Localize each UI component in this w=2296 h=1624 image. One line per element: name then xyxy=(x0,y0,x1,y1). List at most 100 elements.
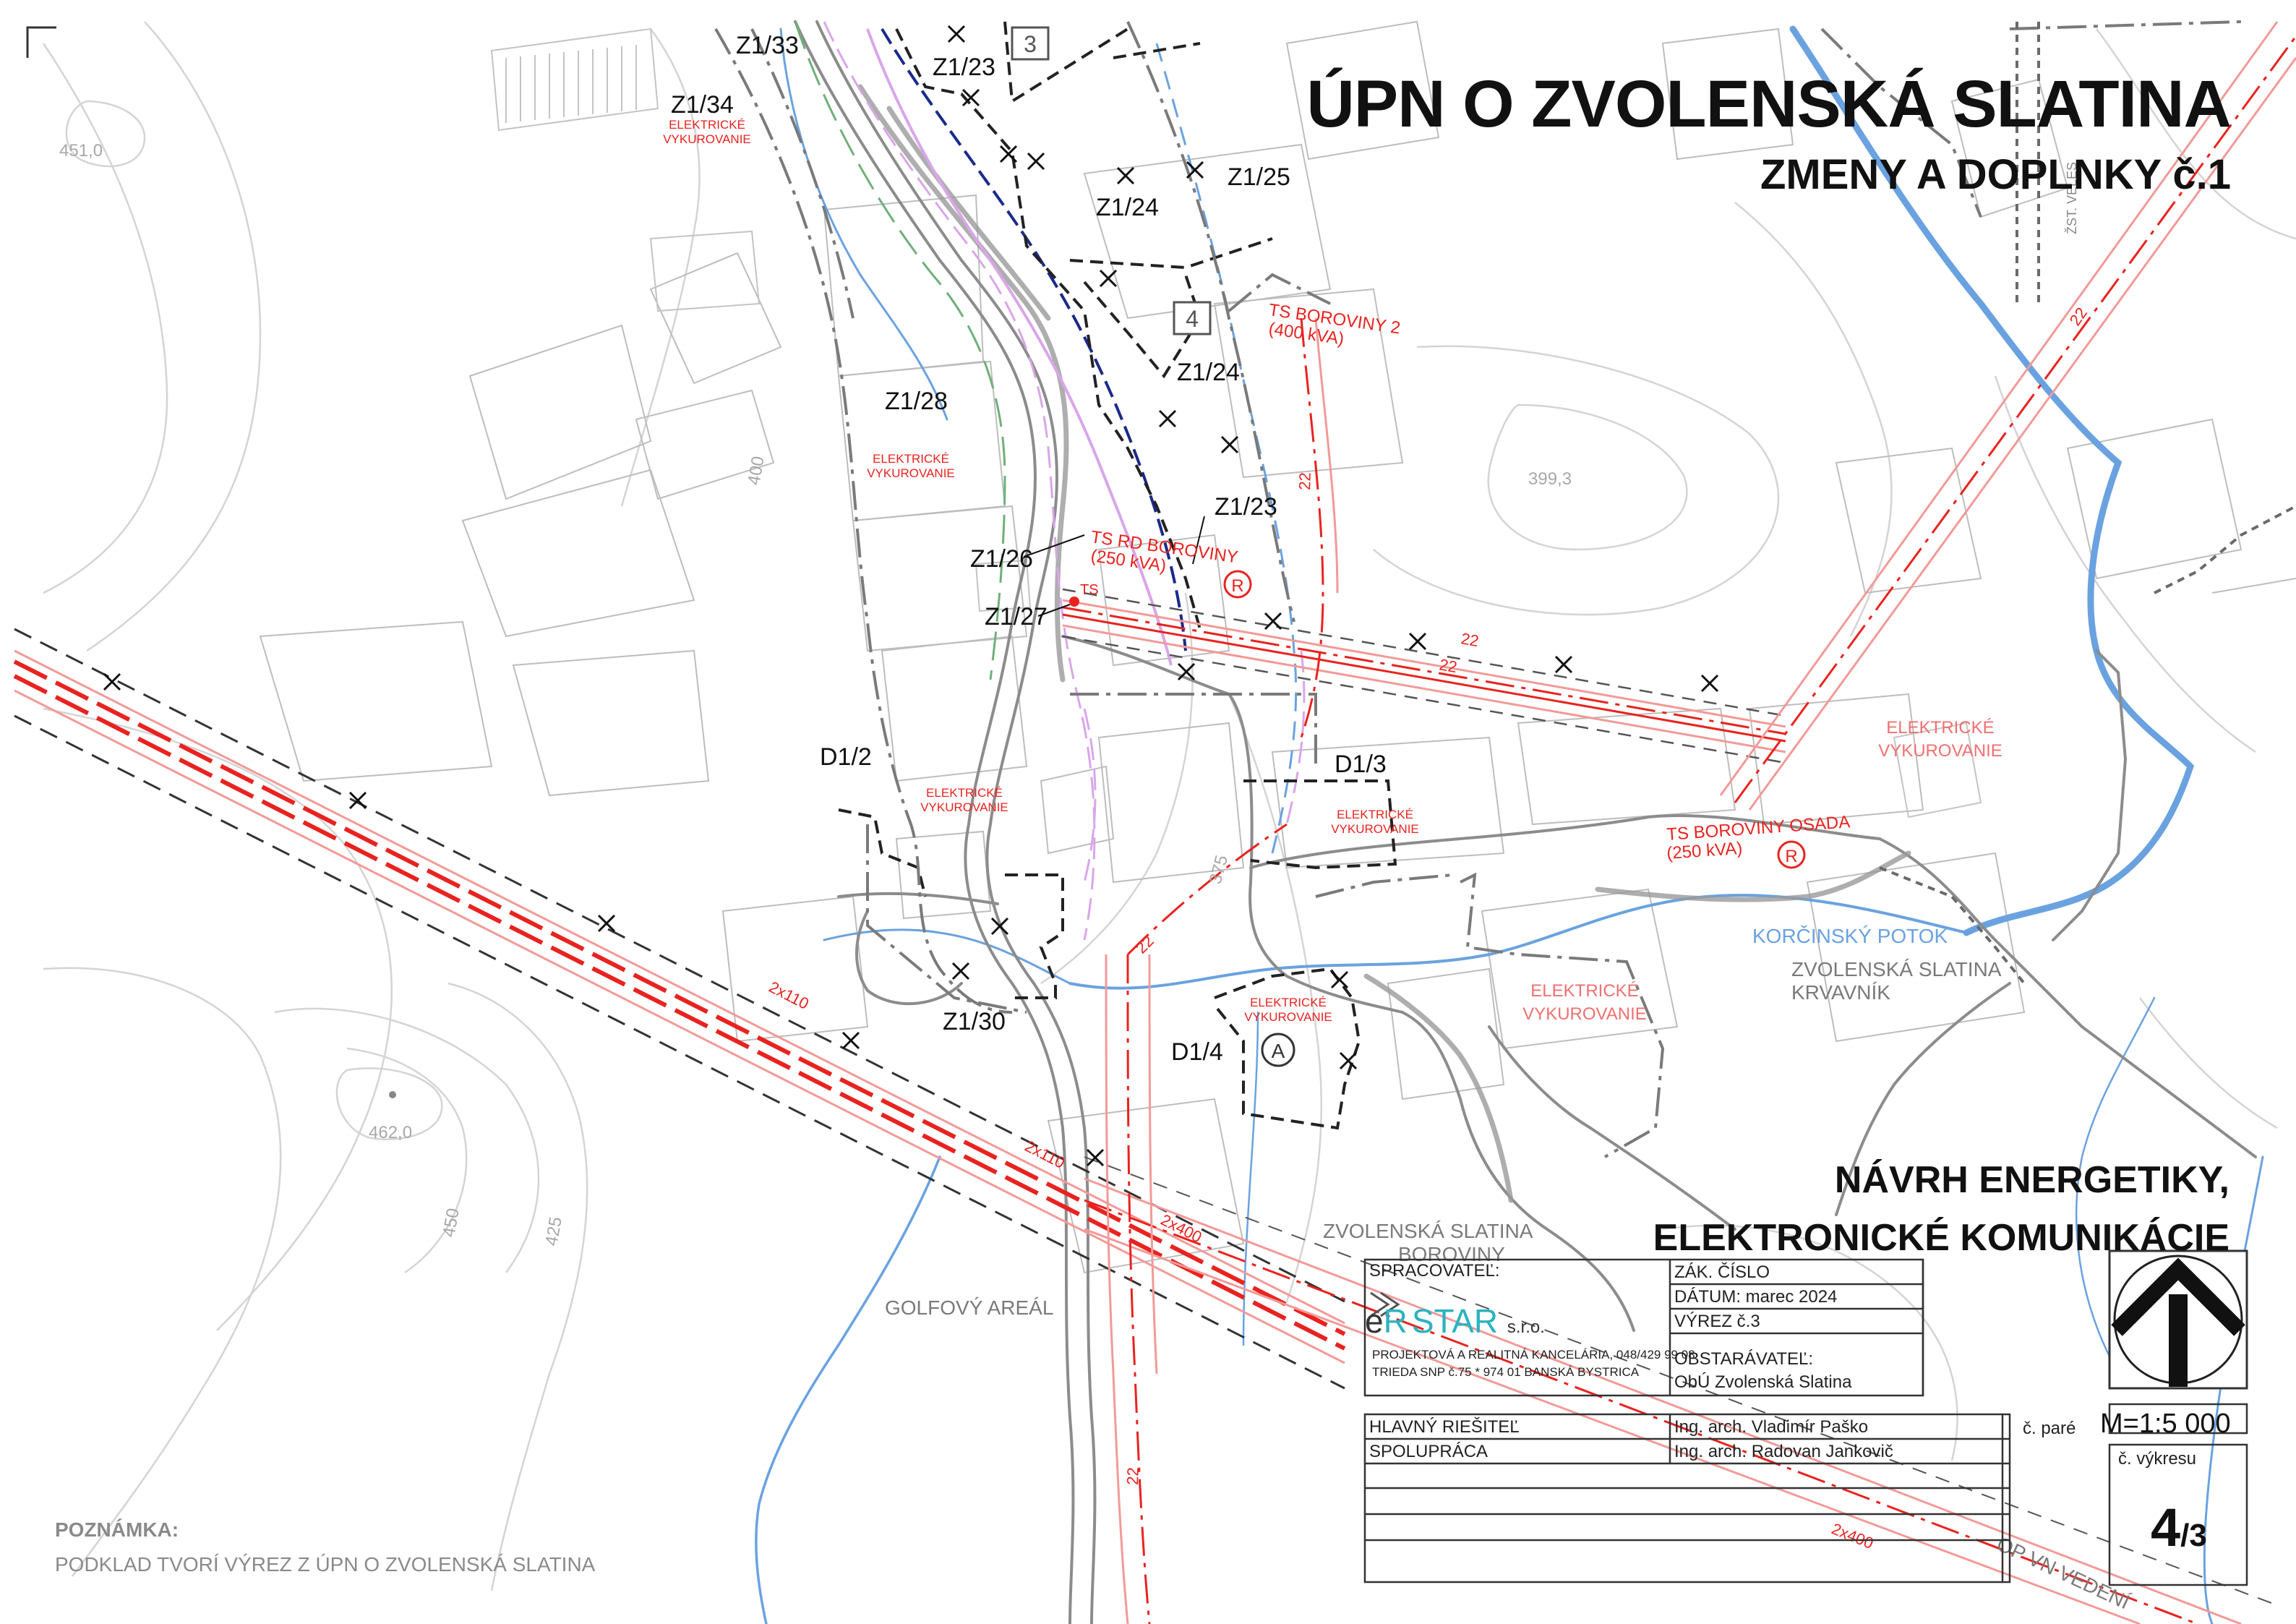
cable-2x400-b: 2x400 xyxy=(1829,1519,1876,1552)
label-z1-23-mid: Z1/23 xyxy=(1215,493,1277,521)
tb-c-vykresu: č. výkresu xyxy=(2118,1449,2197,1469)
label-z1-27: Z1/27 xyxy=(985,603,1048,631)
logo-e: e xyxy=(1365,1302,1384,1340)
label-d1-2: D1/2 xyxy=(820,743,872,771)
water-streams xyxy=(755,25,2264,1624)
heating-2-line1: ELEKTRICKÉ xyxy=(873,452,949,466)
heating-labels: ELEKTRICKÉ VYKUROVANIE ELEKTRICKÉ VYKURO… xyxy=(663,118,2002,1024)
label-z1-26: Z1/26 xyxy=(970,545,1033,573)
cable-22-f: 22 xyxy=(1123,1467,1142,1485)
hv-corridor xyxy=(13,628,2278,1624)
drawing-title-line1: NÁVRH ENERGETIKY, xyxy=(1834,1159,2229,1201)
box-4 xyxy=(1173,301,1212,336)
zone-labels: Z1/33 Z1/34 Z1/23 Z1/24 Z1/25 Z1/24 Z1/2… xyxy=(671,32,1387,1066)
heating-2-line2: VYKUROVANIE xyxy=(867,466,955,480)
heating-4-line1: ELEKTRICKÉ xyxy=(1337,808,1413,821)
place-boroviny-1: ZVOLENSKÁ SLATINA xyxy=(1323,1220,1533,1242)
contour-450: 450 xyxy=(439,1207,463,1239)
railway-line xyxy=(1879,22,2296,985)
sub-title: ZMENY A DOPLNKY č.1 xyxy=(1760,151,2231,198)
cable-22-b: 22 xyxy=(1438,655,1458,676)
cable-2x110-a: 2x110 xyxy=(766,978,812,1013)
contour-lines xyxy=(42,21,2296,1591)
cable-22-a: 22 xyxy=(1460,629,1480,650)
heating-3-line1: ELEKTRICKÉ xyxy=(926,786,1003,800)
box-3 xyxy=(1011,26,1050,61)
reserve-symbol-1 xyxy=(1223,570,1252,599)
tb-sheet-sub: /3 xyxy=(2180,1518,2207,1553)
tb-spolupraca-label: SPOLUPRÁCA xyxy=(1369,1442,1488,1461)
rail-label: ŽST. VELES xyxy=(2065,162,2079,234)
label-z1-24-top: Z1/24 xyxy=(1096,194,1159,221)
heating-7-line2: VYKUROVANIE xyxy=(1878,741,2002,761)
contour-375: 375 xyxy=(1206,853,1232,886)
tb-zak-cislo: ZÁK. ČÍSLO xyxy=(1674,1262,1770,1282)
tb-company-line1: PROJEKTOVÁ A REALITNÁ KANCELÁRIA, 048/42… xyxy=(1372,1348,1695,1362)
tb-obstaravatel: ObÚ Zvolenská Slatina xyxy=(1674,1372,1852,1392)
label-z1-33: Z1/33 xyxy=(736,32,799,59)
place-golf: GOLFOVÝ AREÁL xyxy=(885,1296,1053,1319)
heating-1-line2: VYKUROVANIE xyxy=(663,132,751,146)
label-z1-28: Z1/28 xyxy=(885,388,948,415)
heating-6-line2: VYKUROVANIE xyxy=(1522,1004,1647,1024)
zone-a-symbol xyxy=(1261,1033,1295,1067)
title-block-frame xyxy=(1363,1258,2248,1586)
tb-obstaravatel-label: OBSTARÁVATEĽ: xyxy=(1674,1349,1814,1369)
elevation-462: 462,0 xyxy=(369,1123,412,1142)
heating-5-line1: ELEKTRICKÉ xyxy=(1250,996,1327,1009)
place-krvavnik-2: KRVAVNÍK xyxy=(1791,981,1890,1004)
ts-marker: TS xyxy=(1080,582,1099,598)
stream-korcinsky: KORČINSKÝ POTOK xyxy=(1752,925,1948,947)
logo-sro: s.r.o. xyxy=(1507,1317,1545,1337)
contour-425: 425 xyxy=(541,1215,566,1247)
tb-sheet-number: 4/3 xyxy=(2151,1497,2207,1558)
territory-boundaries xyxy=(714,20,2242,1158)
roads xyxy=(794,20,2257,1624)
logo-r: R xyxy=(1383,1302,1408,1340)
heating-4-line2: VYKUROVANIE xyxy=(1331,822,1419,836)
elevation-451: 451,0 xyxy=(59,141,103,161)
tb-c-pare: č. paré xyxy=(2023,1419,2076,1438)
box-3-label: 3 xyxy=(1024,31,1037,57)
drawing-title-line2: ELEKTRONICKÉ KOMUNIKÁCIE xyxy=(1653,1217,2229,1259)
note-heading: POZNÁMKA: xyxy=(55,1518,179,1541)
cable-22-e: 22 xyxy=(1132,932,1157,957)
elevation-point-1 xyxy=(389,1091,396,1098)
north-arrow xyxy=(2108,1249,2248,1390)
cadastre-lines xyxy=(259,20,2296,1274)
tb-company-line2: TRIEDA SNP č.75 * 974 01 BANSKÁ BYSTRICA xyxy=(1372,1365,1640,1379)
heating-1-line1: ELEKTRICKÉ xyxy=(669,118,745,132)
line-22kv xyxy=(1062,21,2296,1624)
leader-lines xyxy=(1023,516,1205,617)
place-names: ZVOLENSKÁ SLATINA KRVAVNÍK ZVOLENSKÁ SLA… xyxy=(885,925,2002,1319)
corner-mark xyxy=(26,26,56,58)
heating-5-line2: VYKUROVANIE xyxy=(1244,1010,1332,1024)
cable-22-c: 22 xyxy=(1295,472,1314,490)
zone-a-symbol-label: A xyxy=(1272,1040,1285,1062)
contour-400: 400 xyxy=(744,455,768,487)
main-title: ÚPN O ZVOLENSKÁ SLATINA xyxy=(1306,67,2232,141)
label-z1-34: Z1/34 xyxy=(671,91,734,119)
label-d1-4: D1/4 xyxy=(1171,1038,1223,1066)
zone-boundaries xyxy=(838,21,1397,1130)
label-z1-23-top: Z1/23 xyxy=(933,54,995,81)
note-text: PODKLAD TVORÍ VÝREZ Z ÚPN O ZVOLENSKÁ SL… xyxy=(55,1553,596,1576)
cross-marks xyxy=(103,25,1719,1167)
utility-corridor xyxy=(794,21,1306,941)
heating-6-line1: ELEKTRICKÉ xyxy=(1530,981,1638,1001)
note-block: POZNÁMKA: PODKLAD TVORÍ VÝREZ Z ÚPN O ZV… xyxy=(55,1513,595,1582)
tb-spolupraca: Ing. arch. Radovan Jankovič xyxy=(1674,1442,1893,1461)
label-z1-25: Z1/25 xyxy=(1228,163,1290,191)
ts-point xyxy=(1069,597,1079,607)
cable-2x110-b: 2x110 xyxy=(1022,1137,1068,1172)
heating-7-line1: ELEKTRICKÉ xyxy=(1886,718,1994,738)
tb-sheet-main: 4 xyxy=(2151,1497,2181,1557)
place-boroviny-2: BOROVINY xyxy=(1398,1243,1505,1265)
cable-22-d: 22 xyxy=(2066,304,2091,328)
heating-3-line2: VYKUROVANIE xyxy=(920,800,1008,814)
tb-hlavny: Ing. arch. Vladimír Paško xyxy=(1674,1417,1869,1437)
roads-dark xyxy=(857,84,1911,1203)
